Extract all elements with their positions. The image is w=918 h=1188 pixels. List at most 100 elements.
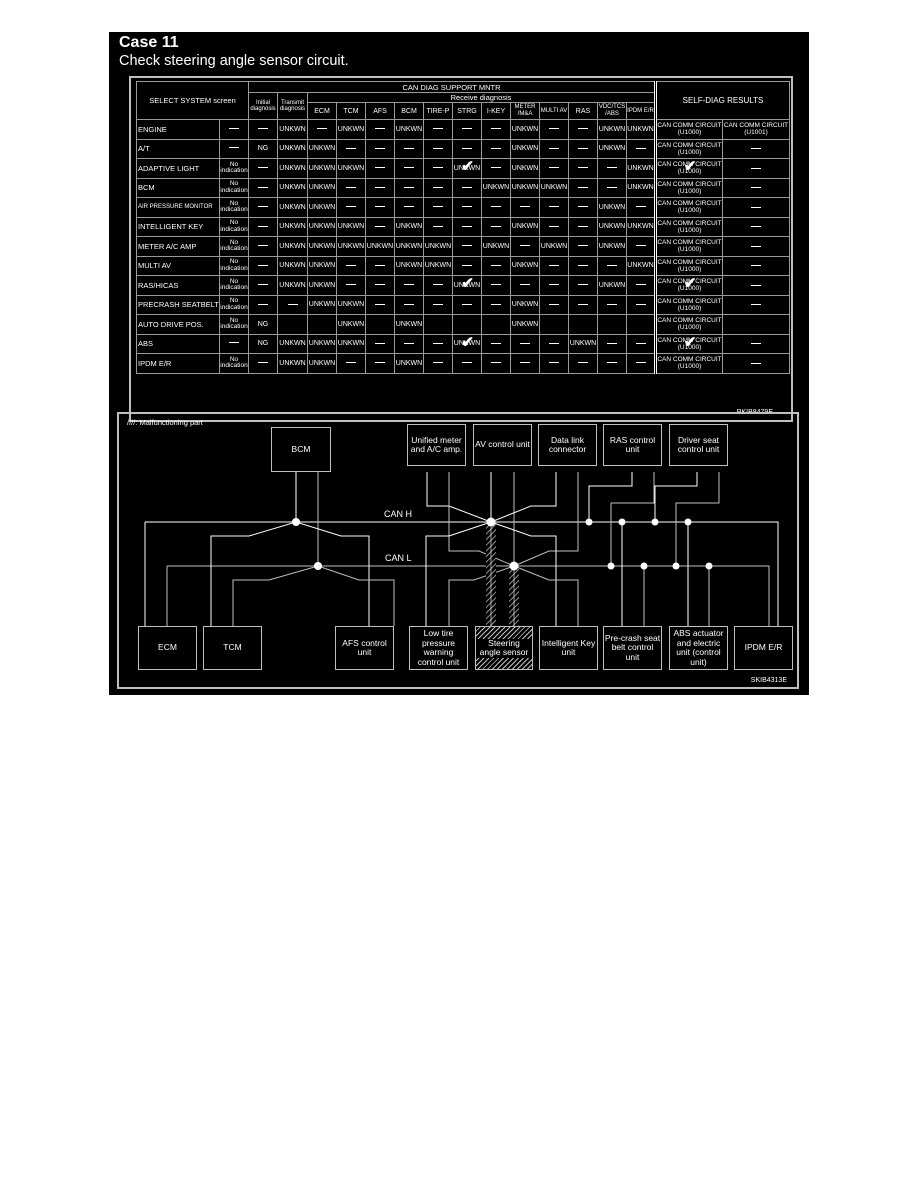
cell-value: UNKWN <box>627 223 654 231</box>
cell-value: UNKWN <box>395 359 423 367</box>
receive-ras <box>568 119 598 140</box>
receive-col-header: MULTI AV <box>539 102 569 120</box>
cell-value: CAN COMM CIRCUIT (U1000) <box>657 336 722 351</box>
cell-value: CAN COMM CIRCUIT (U1001) <box>723 122 789 137</box>
receive-afs <box>365 119 395 140</box>
system-name: AIR PRESSURE MONITOR <box>136 197 220 218</box>
check-mark-icon: ✔ <box>683 275 697 293</box>
dash-mark <box>375 284 385 286</box>
dash-mark <box>287 303 298 305</box>
receive-strg <box>452 119 482 140</box>
receive-i-key <box>481 275 511 296</box>
receive-strg: UNKWN✔ <box>452 158 482 179</box>
can-l-label: CAN L <box>385 553 412 563</box>
dash-mark <box>607 186 617 188</box>
cell-value: UNKWN <box>337 242 365 250</box>
initial-diagnosis <box>248 216 278 237</box>
dash-mark <box>404 186 414 188</box>
receive-ipdm-e-r <box>626 353 656 374</box>
dash-mark <box>578 362 588 364</box>
dash-mark <box>549 284 559 286</box>
dash-mark <box>491 147 501 149</box>
dash-mark <box>433 284 443 286</box>
dash-mark <box>404 206 414 208</box>
receive-ras: UNKWN <box>568 333 598 354</box>
transmit-diagnosis: UNKWN <box>277 177 308 198</box>
dash-mark <box>751 304 761 306</box>
cell-value: UNKWN <box>627 164 654 172</box>
cell-value: UNKWN <box>308 242 336 250</box>
receive-tcm: UNKWN <box>336 236 366 257</box>
cell-value: UNKWN <box>279 223 306 231</box>
system-name: ADAPTIVE LIGHT <box>136 158 220 179</box>
receive-tire-p <box>423 353 453 374</box>
receive-ras <box>568 314 598 335</box>
cell-value: UNKWN <box>627 125 654 133</box>
cell-value: No indication <box>220 316 248 331</box>
transmit-diagnosis: UNKWN <box>277 255 308 276</box>
receive-vdc-tcs-abs <box>597 158 627 179</box>
unit-intelligent-key: Intelligent Key unit <box>539 626 598 670</box>
dash-mark <box>375 264 385 266</box>
receive-i-key <box>481 353 511 374</box>
self-diag-result-2 <box>722 294 790 315</box>
cell-value: UNKWN <box>279 145 306 153</box>
dash-mark <box>635 147 646 149</box>
can-diag-table-frame: SELECT SYSTEM screen CAN DIAG SUPPORT MN… <box>129 76 793 422</box>
cell-value: UNKWN <box>482 242 510 250</box>
dash-mark <box>578 245 588 247</box>
cell-value: UNKWN <box>279 281 306 289</box>
dash-mark <box>462 225 472 227</box>
steering-angle-sensor-label: Steering angle sensor <box>476 638 532 658</box>
self-diag-result-2 <box>722 177 790 198</box>
select-system-screen: No indication <box>219 275 249 296</box>
dash-mark <box>346 284 356 286</box>
receive-tire-p <box>423 275 453 296</box>
dash-mark <box>375 147 385 149</box>
receive-bcm <box>394 275 424 296</box>
initial-diagnosis <box>248 197 278 218</box>
receive-col-header: AFS <box>365 102 395 120</box>
select-system-screen: No indication <box>219 197 249 218</box>
initial-diagnosis <box>248 275 278 296</box>
dash-mark <box>491 206 501 208</box>
dash-mark <box>549 128 559 130</box>
cell-value: No indication <box>220 199 248 214</box>
dash-mark <box>229 342 239 344</box>
receive-ipdm-e-r: UNKWN <box>626 177 656 198</box>
self-diag-result-1: CAN COMM CIRCUIT (U1000) <box>654 119 723 140</box>
dash-mark <box>520 245 530 247</box>
receive-vdc-tcs-abs: UNKWN <box>597 216 627 237</box>
system-name: AUTO DRIVE POS. <box>136 314 220 335</box>
receive-ras <box>568 255 598 276</box>
cell-value: UNKWN <box>511 301 539 309</box>
cell-value: UNKWN <box>308 223 336 231</box>
receive-afs <box>365 197 395 218</box>
dash-mark <box>462 245 472 247</box>
cell-value: No indication <box>220 180 248 194</box>
dash-mark <box>375 225 385 227</box>
cell-value: CAN COMM CIRCUIT (U1000) <box>657 161 722 176</box>
dash-mark <box>635 342 646 344</box>
cell-value: AUTO DRIVE POS. <box>138 319 204 329</box>
dash-mark <box>258 284 268 286</box>
cell-value: UNKWN <box>337 125 365 133</box>
cell-value: No indication <box>220 238 248 253</box>
cell-value: NG <box>257 320 269 328</box>
receive-tcm: UNKWN <box>336 314 366 335</box>
unit-bcm: BCM <box>271 427 331 472</box>
cell-value: UNKWN <box>337 340 365 348</box>
receive-afs <box>365 177 395 198</box>
receive-tire-p <box>423 314 453 335</box>
dash-mark <box>751 265 761 267</box>
cell-value: CAN COMM CIRCUIT (U1000) <box>657 200 722 215</box>
receive-ecm: UNKWN <box>307 216 337 237</box>
cell-value: UNKWN <box>279 242 306 250</box>
cell-value: UNKWN <box>308 262 336 270</box>
receive-multi-av <box>539 119 569 140</box>
unit-abs-actuator: ABS actuator and electric unit (control … <box>669 626 728 670</box>
self-diag-result-1: CAN COMM CIRCUIT (U1000)✔ <box>654 333 723 354</box>
